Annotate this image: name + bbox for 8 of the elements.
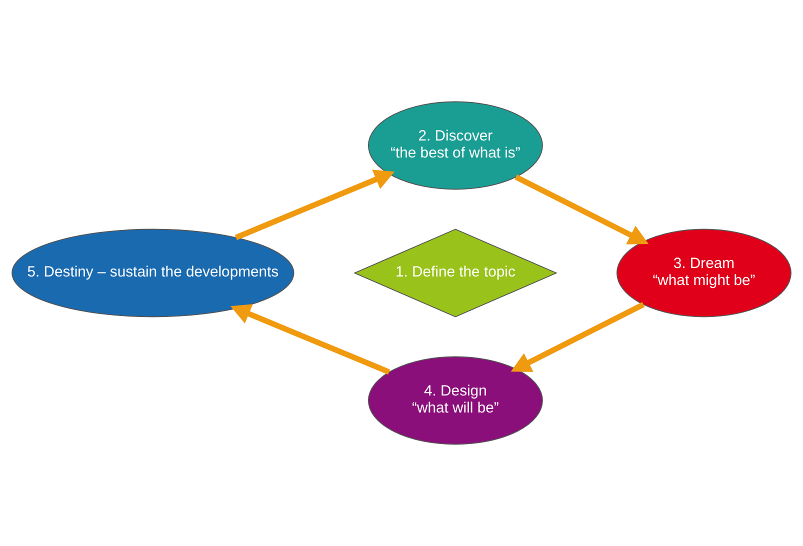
node-ellipse: 3. Dream “what might be”: [616, 228, 792, 318]
arrow: [514, 174, 649, 244]
arrow: [230, 304, 390, 375]
node-ellipse: 5. Destiny – sustain the developments: [12, 228, 294, 318]
node-diamond: 1. Define the topic: [353, 228, 558, 318]
arrow: [234, 170, 395, 240]
node-ellipse: 4. Design “what will be”: [368, 356, 543, 445]
arrow: [510, 302, 645, 372]
